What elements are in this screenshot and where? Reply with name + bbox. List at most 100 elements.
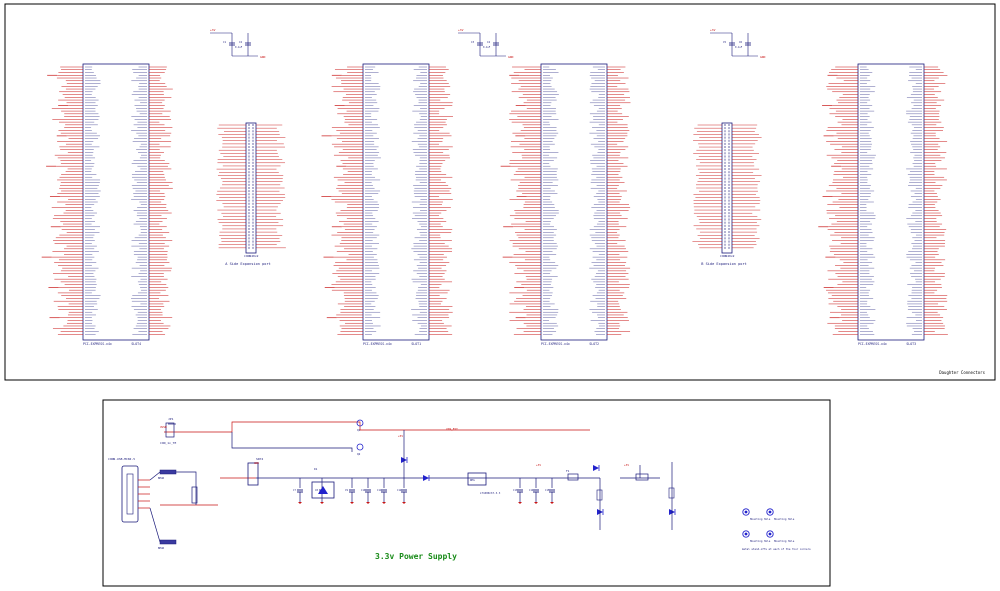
- pin-dot: [252, 136, 254, 139]
- cap-ref: C14: [529, 489, 534, 492]
- pin-dot: [728, 127, 730, 130]
- cap-ref: C3: [471, 40, 475, 44]
- pin-dot: [724, 218, 726, 221]
- pin-dot: [724, 199, 726, 202]
- pin-dot: [252, 199, 254, 202]
- regulator: [467, 472, 487, 486]
- pin-dot: [724, 136, 726, 139]
- pin-dot: [724, 127, 726, 130]
- pin-dot: [248, 205, 250, 208]
- led-resistor: [596, 489, 603, 501]
- pin-dot: [728, 161, 730, 164]
- pin-dot: [248, 161, 250, 164]
- mounting-hole-core: [744, 510, 748, 514]
- mounting-note: metal stand-offs at each of the four cor…: [742, 547, 811, 551]
- gnd-symbol: [382, 502, 386, 504]
- pin-dot: [252, 183, 254, 186]
- header-part: CONN40x2: [244, 254, 259, 258]
- pin-dot: [252, 246, 254, 249]
- pin-dot: [728, 196, 730, 199]
- pin-dot: [252, 139, 254, 142]
- gnd-symbol: [366, 502, 370, 504]
- mounting-hole-label: Mounting Hole: [750, 539, 771, 543]
- switch-ic: [247, 462, 259, 486]
- pin-dot: [248, 158, 250, 161]
- pin-dot: [728, 205, 730, 208]
- pin-dot: [728, 234, 730, 237]
- pin-dot: [728, 164, 730, 167]
- pin-dot: [728, 136, 730, 139]
- pin-dot: [252, 155, 254, 158]
- pin-dot: [248, 234, 250, 237]
- pin-dot: [252, 227, 254, 230]
- mounting-hole-label: Mounting Hole: [774, 517, 795, 521]
- pin-dot: [724, 174, 726, 177]
- pin-dot: [248, 124, 250, 126]
- pin-dot: [728, 243, 730, 246]
- gnd-symbol: [534, 502, 538, 504]
- pin-dot: [252, 124, 254, 126]
- pin-dot: [252, 193, 254, 196]
- gnd-symbol: [550, 502, 554, 504]
- pin-dot: [252, 218, 254, 221]
- mounting-hole-core: [768, 532, 772, 536]
- pin-dot: [252, 221, 254, 224]
- pin-dot: [248, 224, 250, 227]
- pin-dot: [248, 177, 250, 180]
- mounting-hole: [742, 530, 750, 538]
- pin-dot: [728, 190, 730, 193]
- transistor: [356, 419, 364, 427]
- pin-dot: [248, 215, 250, 218]
- pin-dot: [248, 202, 250, 205]
- pin-dot: [724, 171, 726, 174]
- regulator-part: LT1086CST-3.3: [480, 491, 501, 495]
- pin-dot: [252, 190, 254, 193]
- pin-dot: [728, 124, 730, 126]
- net-label: VUSB: [160, 425, 167, 429]
- pin-dot: [724, 227, 726, 230]
- pin-dot: [724, 196, 726, 199]
- pin-dot: [724, 124, 726, 126]
- pin-dot: [724, 183, 726, 186]
- cap-ref: C2: [239, 40, 243, 44]
- pin-dot: [728, 180, 730, 183]
- cap-ref: C11: [377, 489, 382, 492]
- net-label: +3V: [624, 463, 629, 467]
- mounting-hole-label: Mounting Hole: [750, 517, 771, 521]
- slot-part: PCI-EXPRESS-x4x: [541, 342, 570, 346]
- pin-dot: [724, 139, 726, 142]
- pin-dot: [724, 133, 726, 136]
- daughter-connectors-frame: [4, 3, 996, 381]
- pin-dot: [728, 142, 730, 145]
- pin-dot: [728, 168, 730, 171]
- pin-dot: [252, 127, 254, 130]
- switch-ic-label: SN74: [256, 457, 263, 461]
- net-top: +3V: [458, 28, 464, 32]
- net-label: VIN_EXT: [446, 427, 458, 431]
- cap-ref: C4: [487, 40, 491, 44]
- pin-dot: [724, 202, 726, 205]
- pin-dot: [724, 212, 726, 215]
- pin-dot: [728, 171, 730, 174]
- cap-ref: C13: [513, 489, 518, 492]
- pin-dot: [728, 231, 730, 234]
- diode-ref: D1: [314, 467, 318, 471]
- cap-value: 0.1uF: [735, 46, 743, 49]
- ferrite-bead: [159, 469, 177, 475]
- pin-dot: [252, 187, 254, 189]
- cap-ref: C7: [293, 489, 296, 492]
- cap-ref: C9: [345, 489, 348, 492]
- pin-dot: [252, 202, 254, 205]
- pin-dot: [724, 130, 726, 133]
- net-top: +3V: [710, 28, 716, 32]
- pin-dot: [248, 227, 250, 230]
- pin-dot: [248, 180, 250, 183]
- pin-dot: [724, 187, 726, 189]
- resistor: [191, 486, 198, 504]
- rail-5v: [164, 421, 590, 433]
- pin-dot: [252, 171, 254, 174]
- net-label: GND: [254, 461, 259, 465]
